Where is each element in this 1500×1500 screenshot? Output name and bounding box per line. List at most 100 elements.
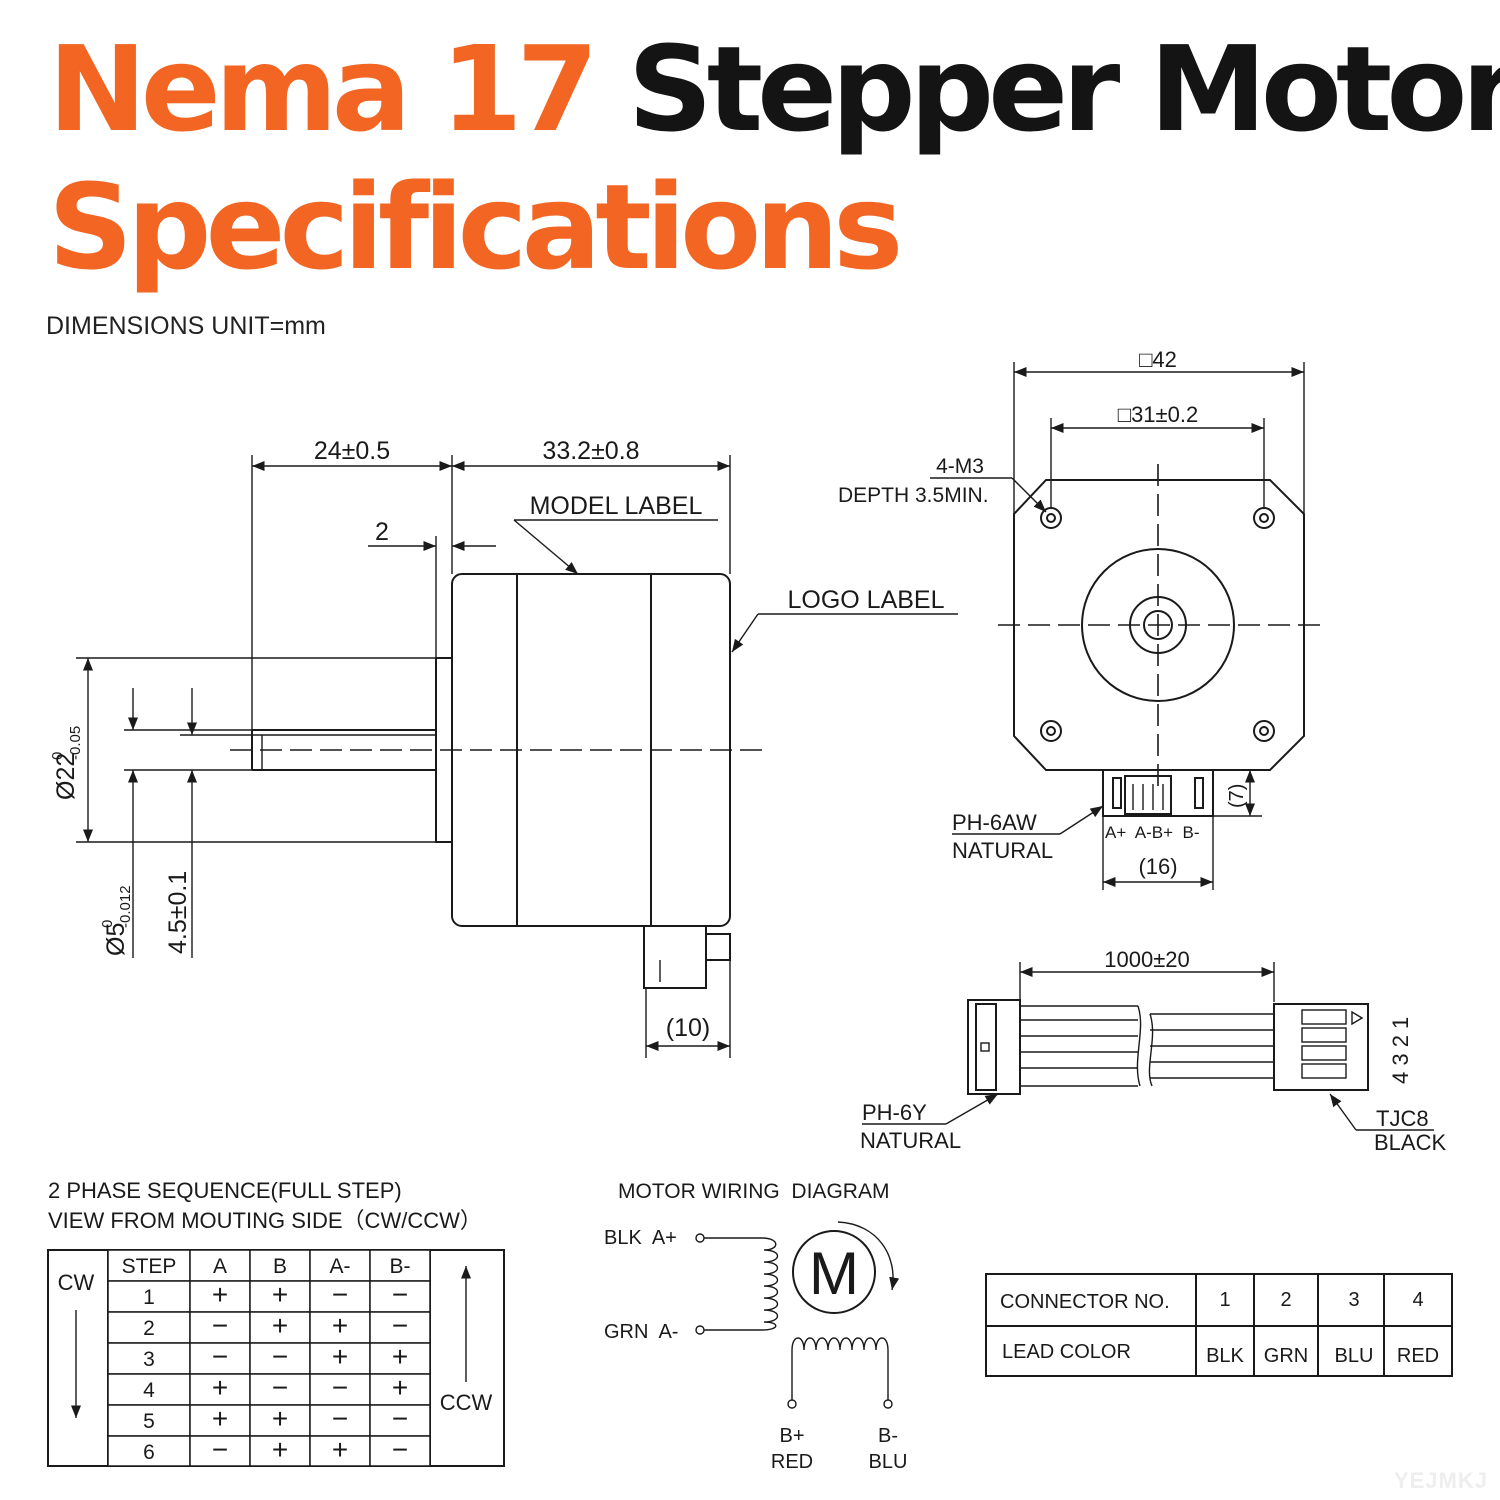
boss-diameter-label: Ø22 0 -0.05 [49,726,84,800]
cable-pin-numbers: 4 3 2 1 [1388,1017,1413,1084]
phase-cell [107,1311,191,1344]
phase-heading-1: 2 PHASE SEQUENCE(FULL STEP) [48,1178,402,1203]
phase-header-text: A [213,1255,227,1278]
phase-cell [369,1435,431,1467]
mounting-hole-tr [1253,507,1275,529]
shaft-diameter-text: Ø5 [102,923,130,956]
connector-no-4: 4 [1412,1289,1423,1311]
phase-step-number: 2 [143,1317,155,1340]
phase-polarity: + [272,1279,288,1310]
front-connector-tab-right [1194,777,1204,809]
right-connector-type: TJC8 [1376,1106,1429,1131]
mounting-hole-br [1253,720,1275,742]
motor-symbol-label: M [809,1240,859,1307]
phase-cell [189,1342,251,1375]
hole-spec-label: 4-M3 [936,455,984,478]
lead-color-4: RED [1397,1345,1439,1367]
connector-no-3: 3 [1348,1289,1359,1311]
boss-tol-upper: 0 [49,752,66,760]
front-frame [1013,479,1305,771]
phase-step-number: 5 [143,1410,155,1433]
phase-polarity: − [392,1403,408,1434]
phase-polarity: + [392,1372,408,1403]
cw-label: CW [58,1270,95,1295]
flat-dimension-label: 4.5±0.1 [164,871,192,954]
phase-cell [369,1373,431,1406]
phase-polarity: + [212,1279,228,1310]
pin-1-marker [1351,1010,1364,1026]
phase-cell [107,1404,191,1437]
front-shaft-inner [1143,610,1173,640]
front-boss-circle [1081,548,1235,702]
phase-cell [309,1342,371,1375]
lead-color-1: BLK [1206,1345,1244,1367]
phase-polarity: + [212,1372,228,1403]
phase-cell [309,1435,371,1467]
phase-polarity: − [392,1279,408,1310]
phase-polarity: − [392,1310,408,1341]
mounting-hole-bl [1040,720,1062,742]
mounting-hole-bl-inner [1046,726,1056,736]
cable-left-connector-latch [980,1042,990,1052]
connector-height-label: (7) [1226,784,1248,808]
front-connector-housing [1124,775,1172,815]
cable-right-pin-4 [1301,1063,1347,1079]
phase-polarity: − [332,1403,348,1434]
phase-polarity: − [332,1279,348,1310]
lead-color-header: LEAD COLOR [1002,1341,1131,1363]
phase-cell [369,1311,431,1344]
phase-cell [249,1373,311,1406]
left-connector-type: PH-6Y [862,1100,927,1125]
connector-offset-label: (10) [666,1014,710,1042]
shaft-length-label: 24±0.5 [314,437,390,465]
phase-polarity: + [272,1434,288,1465]
phase-step-number: 1 [143,1286,155,1309]
hole-depth-label: DEPTH 3.5MIN. [838,484,989,507]
phase-header-cell [189,1249,251,1282]
b-minus-terminal [883,1399,893,1409]
right-connector-leader [1329,1093,1357,1131]
wiring-diagram: MOTOR WIRING DIAGRAM BLK A+ GRN A- M B+ … [604,1180,907,1473]
hole-spec-leader [1011,477,1047,513]
phase-polarity: − [392,1434,408,1465]
logo-label-text: LOGO LABEL [787,586,944,614]
phase-cell [249,1342,311,1375]
rotation-arrow [837,1221,900,1291]
wiring-heading: MOTOR WIRING DIAGRAM [618,1180,889,1203]
side-connector [643,926,731,989]
phase-polarity: − [212,1434,228,1465]
cable-right-pin-1 [1301,1009,1347,1025]
phase-step-number: 4 [143,1379,155,1402]
cable-right-connector [1273,1003,1369,1091]
cable-assembly: 1000±20 4 3 2 1 PH-6Y NATURAL [860,947,1446,1155]
shaft-tol-upper: 0 [99,920,116,928]
units-note: DIMENSIONS UNIT=mm [46,312,326,340]
coil-b [791,1337,889,1351]
phase-polarity: + [332,1341,348,1372]
a-minus-terminal [695,1325,705,1335]
mounting-hole-tl-inner [1046,513,1056,523]
phase-cell [369,1404,431,1437]
boss-height-label: 2 [375,518,389,546]
phase-header-text: A- [330,1255,351,1278]
right-connector-color: BLACK [1374,1130,1446,1155]
left-connector-color: NATURAL [860,1128,961,1153]
cable-right-pin-2 [1301,1027,1347,1043]
phase-header-text: B- [390,1255,411,1278]
body-length-label: 33.2±0.8 [542,437,639,465]
connector-no-2: 2 [1280,1289,1291,1311]
side-view: 24±0.5 33.2±0.8 2 MODEL LABEL LOGO LABEL… [49,437,958,1058]
connector-no-header: CONNECTOR NO. [1000,1291,1170,1313]
phase-header-cell [369,1249,431,1282]
phase-cell [107,1280,191,1313]
phase-header-cell [309,1249,371,1282]
mounting-hole-tl [1040,507,1062,529]
phase-sequence: 2 PHASE SEQUENCE(FULL STEP) VIEW FROM MO… [47,1178,505,1467]
phase-cell [249,1404,311,1437]
boss-tol-lower: -0.05 [67,726,84,760]
front-shaft-outer [1129,596,1187,654]
shaft-tol-lower: -0.012 [117,885,134,928]
hole-spacing-label: □31±0.2 [1118,402,1198,427]
phase-polarity: + [272,1403,288,1434]
